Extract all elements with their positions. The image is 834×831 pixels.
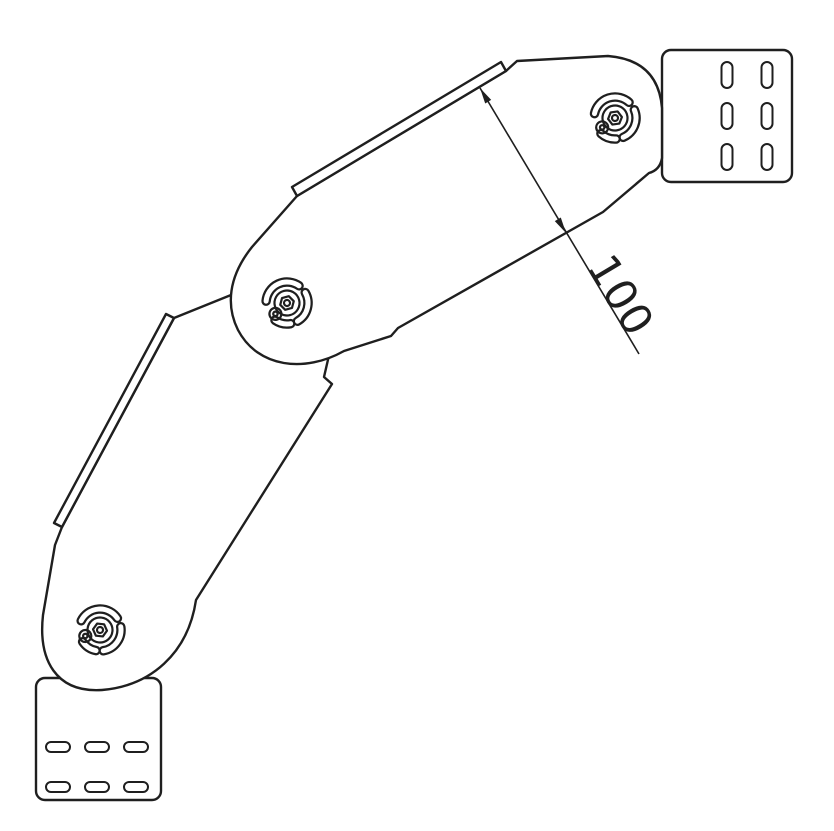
mounting-slot (123, 741, 149, 753)
upper-arm (229, 54, 664, 366)
mounting-slot (720, 102, 734, 130)
lower-arm-body (41, 293, 335, 692)
mounting-slot (123, 781, 149, 793)
mounting-slot (45, 781, 71, 793)
dimension-arrowhead-end (554, 217, 566, 233)
bottom-end-plate (34, 676, 163, 802)
mounting-slot (720, 61, 734, 89)
mounting-slot (720, 143, 734, 171)
mounting-slot (760, 102, 774, 130)
drawing-root: 100 (34, 48, 794, 802)
upper-arm-flange (290, 60, 508, 198)
mounting-slot (84, 741, 110, 753)
lower-arm (41, 293, 335, 692)
upper-arm-body (229, 54, 664, 366)
mounting-slot (45, 741, 71, 753)
mounting-slot (760, 143, 774, 171)
lower-arm-flange (52, 312, 176, 529)
top-end-plate (660, 48, 794, 184)
mounting-slot (760, 61, 774, 89)
mounting-slot (84, 781, 110, 793)
dimension-arrowhead-start (480, 88, 492, 104)
